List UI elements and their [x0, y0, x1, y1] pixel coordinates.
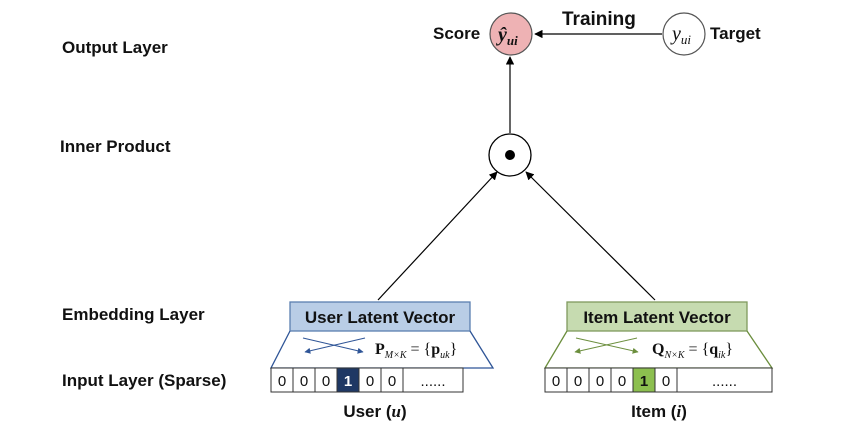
- score-label: Score: [433, 24, 480, 43]
- user-input-cell-value: 0: [300, 373, 308, 390]
- score-symbol: ŷui: [496, 24, 518, 48]
- user-input-cell-value: 0: [366, 373, 374, 390]
- user-to-inner-arrow: [377, 171, 498, 301]
- item-input-cell-value: 0: [662, 373, 670, 390]
- user-input-cell-value: ......: [420, 373, 445, 390]
- inner-product-label: Inner Product: [60, 137, 171, 156]
- item-cross-arrow-right: [575, 337, 639, 354]
- target-node: [662, 12, 706, 56]
- score-node: [489, 12, 533, 56]
- training-label: Training: [562, 9, 636, 30]
- item-input-cell: [676, 367, 773, 393]
- item-input-cell-value: 0: [618, 373, 626, 390]
- embedding-layer-label: Embedding Layer: [62, 305, 205, 324]
- item-matrix-formula: QN×K = {qik}: [652, 341, 733, 361]
- user-cross-arrow-right: [302, 337, 364, 354]
- item-input-cell-value: 0: [552, 373, 560, 390]
- item-caption: Item (i): [631, 402, 687, 421]
- item-input-cell-value: ......: [712, 373, 737, 390]
- input-layer-label: Input Layer (Sparse): [62, 371, 226, 390]
- item-input-cell-value: 0: [596, 373, 604, 390]
- target-symbol: yui: [670, 23, 691, 47]
- inner-product-dot: [505, 150, 515, 160]
- user-latent-vector-box: [289, 301, 471, 332]
- user-input-cell: [402, 367, 464, 393]
- item-latent-vector-box: [566, 301, 748, 332]
- target-label: Target: [710, 24, 761, 43]
- user-caption: User (u): [343, 402, 406, 421]
- user-matrix-formula: PM×K = {puk}: [375, 341, 457, 361]
- user-input-cell-value: 0: [322, 373, 330, 390]
- user-input-cell-value: 0: [388, 373, 396, 390]
- output-layer-label: Output Layer: [62, 38, 168, 57]
- user-input-cell-value: 1: [344, 373, 352, 390]
- user-latent-vector-label: User Latent Vector: [305, 308, 456, 327]
- item-input-cell-value: 0: [574, 373, 582, 390]
- user-input-cell-value: 0: [278, 373, 286, 390]
- item-input-cell-value: 1: [640, 373, 648, 390]
- item-to-inner-arrow: [525, 171, 656, 301]
- item-latent-vector-label: Item Latent Vector: [583, 308, 731, 327]
